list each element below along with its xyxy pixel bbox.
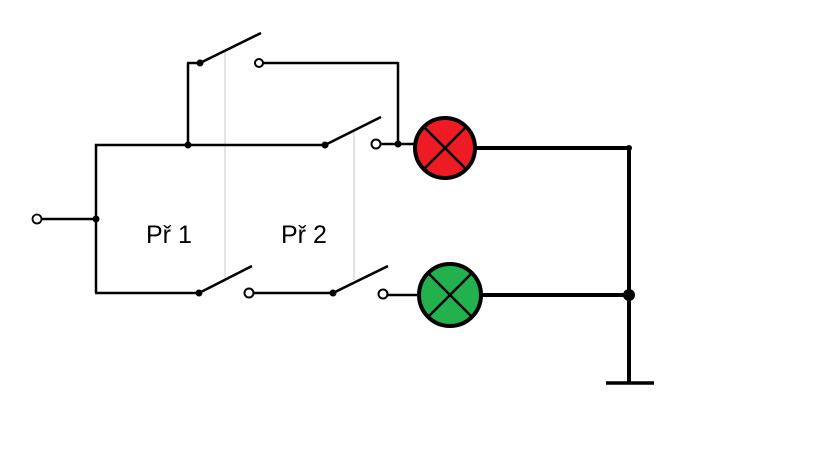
switch1-upper-blade: [199, 31, 262, 65]
switch1-lower-contact: [243, 287, 255, 299]
switch1-lower-blade: [198, 264, 253, 295]
switch1-upper-contact: [254, 58, 264, 68]
switch2-lower-contact: [377, 288, 389, 300]
switch1-label: Př 1: [146, 221, 192, 249]
lamp-green-icon: [417, 262, 483, 328]
input-terminal-icon: [31, 213, 43, 225]
red-lamp-junction: [394, 140, 402, 148]
lamp-red-icon: [413, 116, 477, 180]
switch2-label: Př 2: [281, 221, 327, 249]
switch2-upper-contact: [370, 138, 382, 150]
switch2-lower-blade: [332, 264, 389, 295]
switch2-upper-blade: [324, 115, 382, 147]
